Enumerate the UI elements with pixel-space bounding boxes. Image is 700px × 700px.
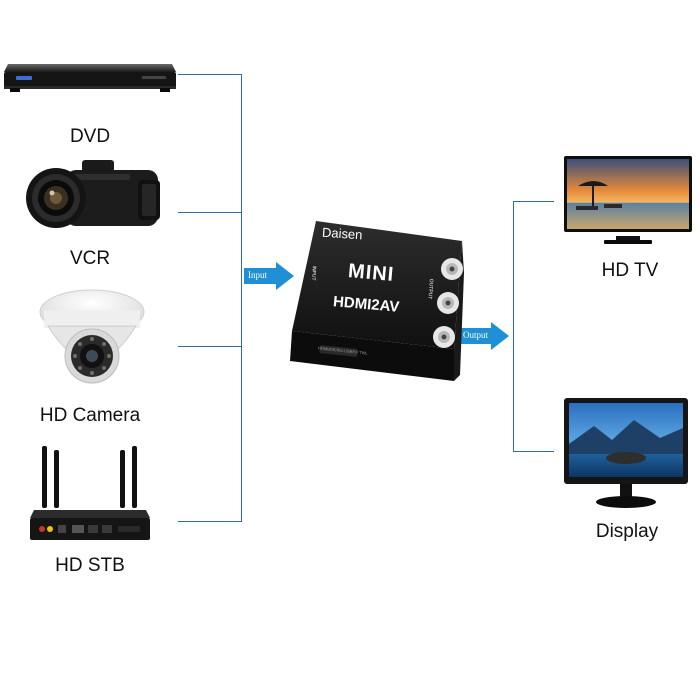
hd-tv-label: HD TV bbox=[601, 260, 659, 281]
display-monitor-icon bbox=[564, 398, 688, 508]
connector-line-dvd bbox=[178, 74, 242, 75]
output-bus-vertical bbox=[513, 201, 514, 452]
vcr-camcorder-icon bbox=[26, 160, 160, 228]
display-label: Display bbox=[595, 521, 659, 542]
hd-stb-router-icon bbox=[30, 446, 150, 540]
converter-brand-label: Daisen bbox=[321, 224, 363, 243]
dvd-label: DVD bbox=[69, 126, 111, 147]
hd-stb-label: HD STB bbox=[55, 555, 125, 576]
connector-line-hdtv bbox=[513, 201, 554, 202]
converter-side-input-label: INPUT bbox=[309, 265, 318, 281]
hd-camera-label: HD Camera bbox=[39, 405, 141, 426]
vcr-label: VCR bbox=[69, 248, 111, 269]
input-bus-vertical bbox=[241, 74, 242, 522]
dvd-player-icon bbox=[4, 64, 176, 92]
hdmi2av-converter-icon bbox=[290, 221, 464, 381]
output-arrow-icon bbox=[457, 322, 509, 350]
input-arrow-label: Input bbox=[248, 270, 267, 280]
dome-camera-icon bbox=[39, 289, 145, 384]
hd-tv-icon bbox=[564, 156, 692, 244]
connector-line-camera bbox=[178, 346, 242, 347]
connector-line-vcr bbox=[178, 212, 242, 213]
connector-line-display bbox=[513, 451, 554, 452]
input-arrow-icon bbox=[244, 262, 294, 290]
converter-mini-label: MINI bbox=[347, 260, 396, 286]
output-arrow-label: Output bbox=[463, 330, 489, 340]
connector-line-stb bbox=[178, 521, 242, 522]
